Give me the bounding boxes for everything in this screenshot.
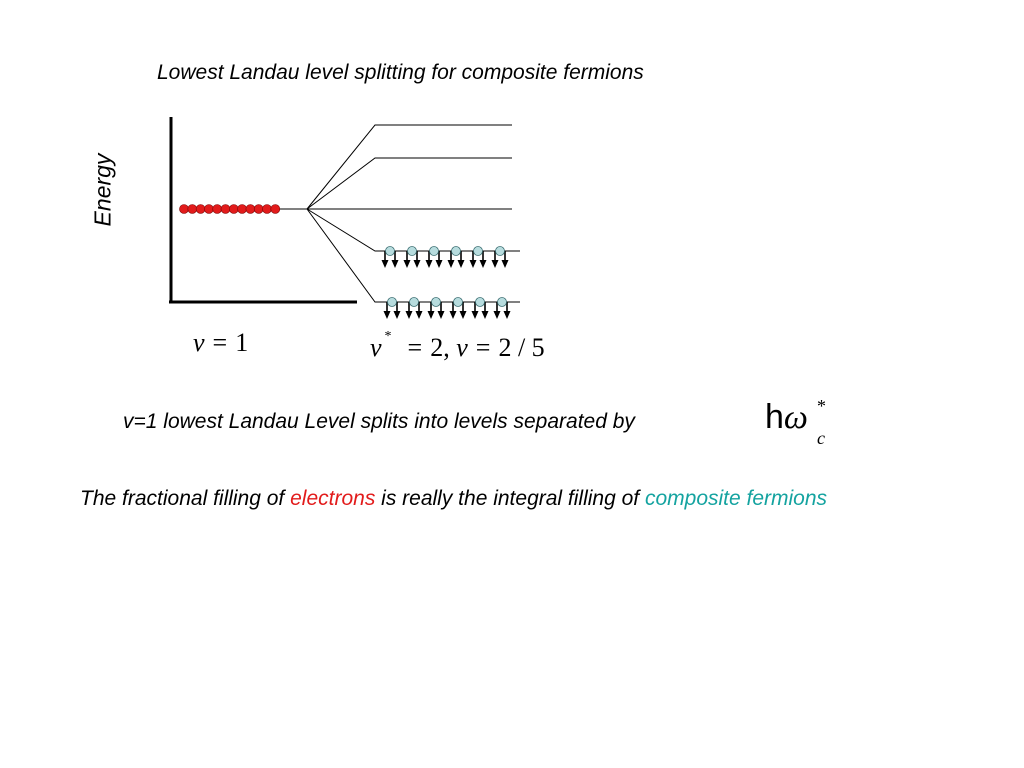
cf-filling-value: 2, (430, 333, 450, 362)
conclusion-text: The fractional filling of electrons is r… (80, 487, 827, 511)
arrowhead (471, 311, 479, 319)
cf-particle (385, 246, 395, 256)
cf-particle (495, 246, 505, 256)
arrowhead (415, 311, 423, 319)
arrowhead (405, 311, 413, 319)
electron-dot (237, 204, 247, 214)
arrowhead (391, 260, 399, 268)
composite-fermion (447, 246, 465, 268)
cf-particle (431, 297, 441, 307)
cf-particle (407, 246, 417, 256)
c-subscript: c (817, 428, 825, 448)
composite-fermions-word: composite fermions (644, 487, 828, 510)
conclusion-part-2: is really the integral filling of (375, 487, 645, 510)
filling-factor-left: v=1 (193, 328, 248, 358)
composite-fermion (427, 297, 445, 319)
composite-fermion (493, 297, 511, 319)
effective-cyclotron-energy: hω * c (765, 396, 826, 448)
electron-filling-value: 2 / 5 (498, 333, 545, 362)
slide-title: Lowest Landau level splitting for compos… (157, 61, 644, 84)
composite-fermion (469, 246, 487, 268)
composite-fermion-level-lower (383, 297, 511, 319)
split-level-4 (306, 208, 520, 252)
arrowhead (479, 260, 487, 268)
cf-particle (473, 246, 483, 256)
nu-star-symbol: v (370, 333, 382, 362)
arrowhead (413, 260, 421, 268)
composite-fermion (491, 246, 509, 268)
hbar-symbol: h (765, 398, 784, 436)
nu-symbol: v (193, 328, 205, 357)
composite-fermion-level-upper (381, 246, 509, 268)
arrowhead (383, 311, 391, 319)
arrowhead (381, 260, 389, 268)
arrowhead (501, 260, 509, 268)
composite-fermion (405, 297, 423, 319)
equals-sign: = (407, 333, 423, 362)
composite-fermion (403, 246, 421, 268)
arrowhead (403, 260, 411, 268)
composite-fermion (471, 297, 489, 319)
electrons-word: electrons (290, 487, 376, 510)
conclusion-part-1: The fractional filling of (80, 487, 291, 510)
filling-value: 1 (235, 328, 249, 357)
cf-particle (451, 246, 461, 256)
equals-sign: = (475, 333, 491, 362)
omega-symbol: ω (783, 399, 808, 436)
electron-dot (245, 204, 256, 214)
cf-particle (409, 297, 419, 307)
electron-dot (229, 204, 239, 214)
arrowhead (427, 311, 435, 319)
arrowhead (459, 311, 467, 319)
cf-particle (475, 297, 485, 307)
split-level-1 (306, 124, 512, 210)
composite-fermion (449, 297, 467, 319)
electron-dot (204, 204, 214, 214)
split-level-2 (306, 157, 512, 210)
nu-symbol: v (456, 333, 468, 362)
composite-fermion (425, 246, 443, 268)
arrowhead (437, 311, 445, 319)
arrowhead (435, 260, 443, 268)
electron-dot (220, 204, 231, 214)
electron-dot (179, 204, 189, 214)
star-superscript: * (817, 396, 826, 416)
composite-fermion (383, 297, 401, 319)
cf-particle (453, 297, 463, 307)
arrowhead (449, 311, 457, 319)
cf-particle (497, 297, 507, 307)
electron-dot (253, 204, 264, 214)
arrowhead (447, 260, 455, 268)
arrowhead (425, 260, 433, 268)
equals-sign: = (212, 328, 228, 357)
arrowhead (393, 311, 401, 319)
arrowhead (457, 260, 465, 268)
arrowhead (491, 260, 499, 268)
splitting-caption: v=1 lowest Landau Level splits into leve… (123, 410, 635, 433)
cf-particle (387, 297, 397, 307)
composite-fermion (381, 246, 399, 268)
cf-particle (429, 246, 439, 256)
arrowhead (493, 311, 501, 319)
star-superscript: * (384, 329, 392, 345)
electron-dot (212, 204, 222, 214)
axes (169, 117, 357, 304)
electron-dots (179, 204, 281, 214)
arrowhead (469, 260, 477, 268)
electron-dot (262, 204, 272, 214)
arrowhead (481, 311, 489, 319)
filling-factor-right: v*=2, v=2 / 5 (370, 329, 545, 363)
electron-dot (195, 204, 206, 214)
split-level-5 (306, 208, 520, 303)
splitting-lines (306, 124, 520, 303)
arrowhead (503, 311, 511, 319)
electron-dot (187, 204, 198, 214)
electron-dot (270, 204, 281, 214)
